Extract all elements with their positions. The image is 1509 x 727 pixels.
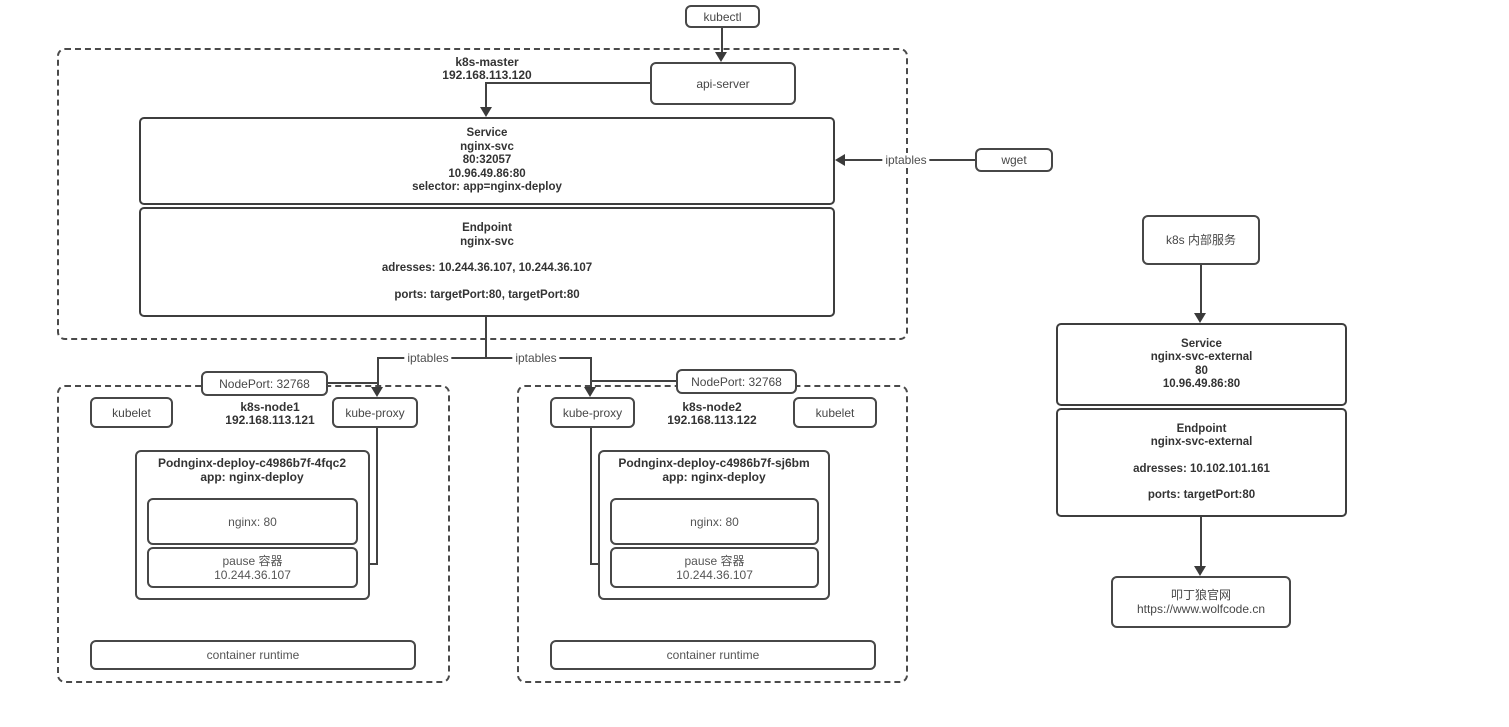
nginx-label-node1: nginx: 80 [228, 514, 277, 529]
wget-label: wget [1001, 153, 1027, 167]
nginx-container-node2: nginx: 80 [610, 498, 819, 545]
pause-ip-node1: 10.244.36.107 [214, 567, 291, 582]
connector-split-h [378, 357, 592, 359]
kubelet-node2: kubelet [793, 397, 877, 428]
kube-proxy-node1: kube-proxy [332, 397, 418, 428]
connector-apiserver-service-v [485, 82, 487, 108]
endpoint-ports: ports: targetPort:80, targetPort:80 [394, 288, 580, 301]
ext-service-ports: 80 [1195, 364, 1208, 377]
endpoint-nginx-svc-node: Endpoint nginx-svc adresses: 10.244.36.1… [139, 207, 835, 317]
wolfcode-site-node: 叩丁狼官网 https://www.wolfcode.cn [1111, 576, 1291, 628]
connector-kubectl-apiserver [721, 27, 723, 55]
ext-endpoint-title: Endpoint [1176, 422, 1227, 435]
pod2-title: Podnginx-deploy-c4986b7f-sj6bm app: ngin… [614, 456, 814, 484]
connector-split-node2 [590, 357, 592, 389]
master-title: k8s-master 192.168.113.120 [387, 56, 587, 82]
kube-proxy-node2: kube-proxy [550, 397, 635, 428]
endpoint-name: nginx-svc [460, 235, 514, 248]
pod1-title: Podnginx-deploy-c4986b7f-4fqc2 app: ngin… [152, 456, 352, 484]
arrowhead-extendpoint-site [1194, 566, 1206, 576]
endpoint-title: Endpoint [462, 222, 512, 234]
connector-kubeproxy1-pause-h [366, 563, 378, 565]
ext-endpoint-ports: ports: targetPort:80 [1147, 489, 1256, 501]
nginx-container-node1: nginx: 80 [147, 498, 358, 545]
service-cluster-ip: 10.96.49.86:80 [448, 167, 526, 180]
kube-proxy-label-node2: kube-proxy [562, 405, 623, 420]
service-title: Service [466, 127, 508, 140]
arrowhead-split-node1 [371, 387, 383, 397]
service-nginx-svc-node: Service nginx-svc 80:32057 10.96.49.86:8… [139, 117, 835, 205]
arrowhead-entry-extservice [1194, 313, 1206, 323]
nodeport-label-node2: NodePort: 32768 [691, 374, 782, 389]
ext-endpoint-name: nginx-svc-external [1150, 436, 1253, 448]
container-runtime-label-node2: container runtime [666, 648, 760, 662]
connector-entry-extservice [1200, 265, 1202, 315]
api-server-node: api-server [650, 62, 796, 105]
k8s-internal-service-label: k8s 内部服务 [1165, 233, 1236, 247]
ext-service-title: Service [1181, 337, 1222, 350]
nginx-label-node2: nginx: 80 [690, 514, 739, 529]
connector-extendpoint-site [1200, 517, 1202, 569]
pause-container-node2: pause 容器 10.244.36.107 [610, 547, 819, 588]
node2-name: k8s-node2 [682, 400, 742, 414]
service-ports: 80:32057 [462, 154, 512, 167]
connector-kubeproxy1-pause-v [376, 428, 378, 565]
kubelet-node1: kubelet [90, 397, 173, 428]
arrowhead-split-node2 [584, 387, 596, 397]
service-selector: selector: app=nginx-deploy [412, 181, 562, 194]
connector-nodeport1 [328, 382, 378, 384]
iptables-label-node1: iptables [404, 351, 452, 365]
service-name: nginx-svc [460, 140, 514, 153]
endpoint-addresses: adresses: 10.244.36.107, 10.244.36.107 [381, 262, 593, 274]
endpoint-external-node: Endpoint nginx-svc-external adresses: 10… [1056, 408, 1347, 517]
wolfcode-site-url: https://www.wolfcode.cn [1136, 602, 1266, 616]
node2-ip: 192.168.113.122 [667, 413, 757, 427]
k8s-internal-service-node: k8s 内部服务 [1142, 215, 1260, 265]
pod1-app: app: nginx-deploy [200, 470, 304, 484]
container-runtime-node2: container runtime [550, 640, 876, 670]
kubelet-label-node2: kubelet [815, 405, 855, 420]
pod2-name: Podnginx-deploy-c4986b7f-sj6bm [618, 456, 810, 470]
connector-kubeproxy2-pause-v [590, 428, 592, 565]
connector-split-node1 [377, 357, 379, 389]
pause-container-node1: pause 容器 10.244.36.107 [147, 547, 358, 588]
ext-service-name: nginx-svc-external [1150, 351, 1253, 363]
arrowhead-kubectl-apiserver [715, 52, 727, 62]
pause-name-node2: pause 容器 [684, 553, 745, 568]
connector-endpoint-split [485, 317, 487, 359]
k8s-master-region [57, 48, 908, 340]
api-server-label: api-server [696, 76, 750, 91]
container-runtime-node1: container runtime [90, 640, 416, 670]
container-runtime-label-node1: container runtime [206, 648, 300, 662]
kube-proxy-label-node1: kube-proxy [345, 405, 405, 420]
connector-apiserver-service-h [486, 82, 650, 84]
ext-endpoint-addresses: adresses: 10.102.101.161 [1133, 462, 1270, 475]
node1-name: k8s-node1 [240, 400, 300, 414]
pause-name-node1: pause 容器 [222, 553, 283, 568]
master-name: k8s-master [455, 55, 519, 69]
pod1-name: Podnginx-deploy-c4986b7f-4fqc2 [157, 456, 347, 470]
node1-ip: 192.168.113.121 [225, 413, 315, 427]
connector-nodeport2 [591, 380, 677, 382]
pause-ip-node2: 10.244.36.107 [676, 567, 753, 582]
wolfcode-site-name: 叩丁狼官网 [1170, 588, 1231, 602]
node2-title: k8s-node2 192.168.113.122 [637, 401, 787, 427]
nodeport-box-node2: NodePort: 32768 [676, 369, 797, 394]
node1-title: k8s-node1 192.168.113.121 [195, 401, 345, 427]
nodeport-label-node1: NodePort: 32768 [219, 376, 310, 391]
iptables-label-wget: iptables [882, 153, 930, 167]
nodeport-box-node1: NodePort: 32768 [201, 371, 328, 396]
wget-node: wget [975, 148, 1053, 172]
ext-service-cluster-ip: 10.96.49.86:80 [1162, 378, 1241, 390]
kubelet-label-node1: kubelet [112, 405, 151, 420]
arrowhead-apiserver-service [480, 107, 492, 117]
service-external-node: Service nginx-svc-external 80 10.96.49.8… [1056, 323, 1347, 406]
kubectl-label: kubectl [703, 9, 742, 24]
connector-kubeproxy2-pause-h [592, 563, 602, 565]
arrowhead-wget-service [835, 154, 845, 166]
iptables-label-node2: iptables [512, 351, 560, 365]
master-ip: 192.168.113.120 [442, 68, 532, 82]
kubectl-node: kubectl [685, 5, 760, 28]
pod2-app: app: nginx-deploy [662, 470, 766, 484]
